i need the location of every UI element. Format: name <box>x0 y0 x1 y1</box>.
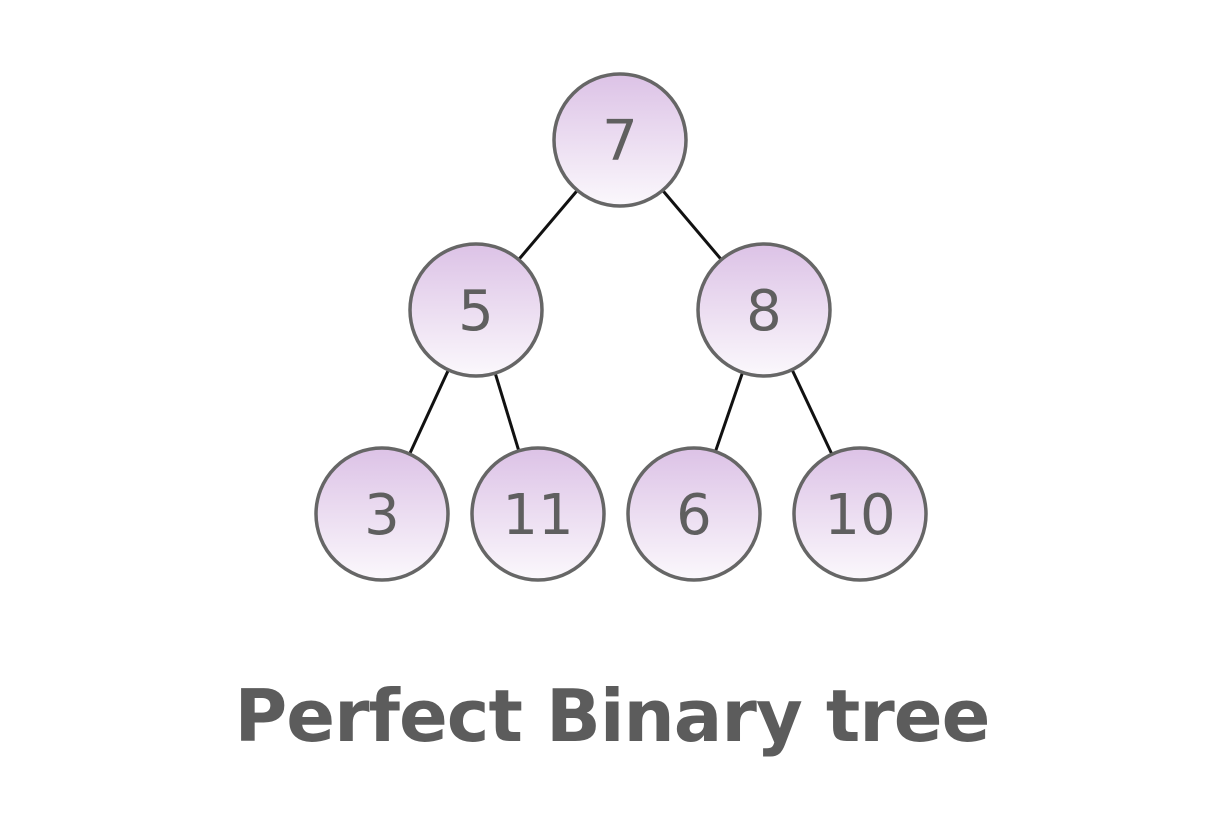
tree-node-8: 8 <box>696 242 832 378</box>
tree-node-11: 11 <box>470 446 606 582</box>
edge-n8-n10 <box>790 369 834 455</box>
node-label: 11 <box>502 483 573 548</box>
node-circle <box>470 446 606 582</box>
node-label: 3 <box>364 483 400 548</box>
node-label: 7 <box>602 109 638 174</box>
node-label: 10 <box>824 483 895 548</box>
nodes-layer: 7 5 8 3 11 6 10 <box>314 72 928 582</box>
diagram-caption: Perfect Binary tree <box>234 674 991 758</box>
node-circle <box>626 446 762 582</box>
tree-node-5: 5 <box>408 242 544 378</box>
node-circle <box>314 446 450 582</box>
edge-n8-n6 <box>714 371 744 453</box>
edge-n5-n3 <box>408 369 450 455</box>
edge-n7-n5 <box>517 189 579 261</box>
node-label: 5 <box>458 279 494 344</box>
node-label: 6 <box>676 483 712 548</box>
tree-node-10: 10 <box>792 446 928 582</box>
node-circle <box>552 72 688 208</box>
node-circle <box>792 446 928 582</box>
edges-layer <box>408 189 834 455</box>
edge-n5-n11 <box>493 372 521 452</box>
tree-node-7: 7 <box>552 72 688 208</box>
edge-n7-n8 <box>661 189 723 261</box>
node-circle <box>696 242 832 378</box>
tree-node-6: 6 <box>626 446 762 582</box>
tree-node-3: 3 <box>314 446 450 582</box>
node-label: 8 <box>746 279 782 344</box>
node-circle <box>408 242 544 378</box>
